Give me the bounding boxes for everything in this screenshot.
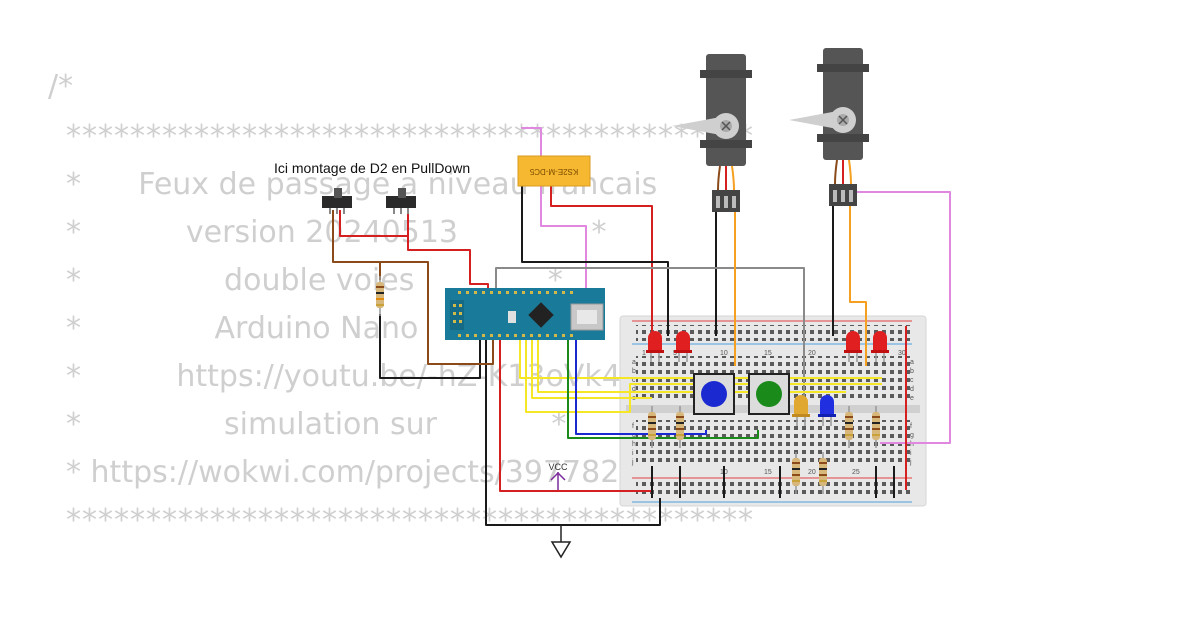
wire-blue[interactable]	[575, 338, 707, 435]
bb-col-5: 5	[673, 350, 677, 357]
bb-row-g-right: g	[910, 432, 914, 439]
bb-row-j-right: j	[909, 459, 912, 466]
bb-row-h-right: h	[910, 441, 914, 448]
wire-black-resistor[interactable]	[379, 314, 481, 379]
bb-row-c: c	[632, 377, 636, 384]
resistor-bb-5[interactable]	[792, 452, 800, 494]
led-red-2[interactable]	[674, 331, 692, 362]
arduino-nano[interactable]	[445, 288, 605, 340]
wire-yellow-3[interactable]	[531, 338, 652, 399]
led-blue[interactable]	[818, 395, 836, 426]
bb-row-c-right: c	[910, 377, 914, 384]
bb-row-b: b	[632, 368, 636, 375]
bb-col-15-bottom: 15	[764, 469, 772, 476]
bb-row-d: d	[632, 386, 636, 393]
resistor-bb-4[interactable]	[872, 406, 880, 448]
bb-row-h: h	[632, 441, 636, 448]
relay-label: KS2E-M-DC5	[529, 167, 578, 176]
bb-col-15: 15	[764, 350, 772, 357]
bb-col-30: 30	[898, 350, 906, 357]
resistor-bb-2[interactable]	[676, 406, 684, 448]
servo-motor-left[interactable]	[672, 54, 752, 212]
push-button-green[interactable]	[748, 373, 790, 415]
bb-col-25: 25	[852, 469, 860, 476]
resistor-bb-1[interactable]	[648, 406, 656, 448]
pulldown-resistor[interactable]	[376, 276, 384, 316]
wire-orange-servo2[interactable]	[849, 206, 867, 366]
bb-row-d-right: d	[910, 386, 914, 393]
led-yellow[interactable]	[792, 395, 810, 426]
resistor-bb-6[interactable]	[819, 452, 827, 494]
slide-switch-left[interactable]	[322, 188, 352, 214]
bb-row-g: g	[632, 432, 636, 439]
vcc-symbol[interactable]: VCC	[548, 462, 568, 490]
bb-col-20-bottom: 20	[808, 469, 816, 476]
wire-black-relay[interactable]	[521, 186, 669, 336]
bb-col-1: 1	[642, 350, 646, 357]
bb-col-20: 20	[808, 350, 816, 357]
led-red-4[interactable]	[871, 331, 889, 362]
wire-pink-servo2[interactable]	[857, 191, 951, 444]
bb-row-a-right: a	[910, 359, 914, 366]
led-red-3[interactable]	[844, 331, 862, 362]
wire-red-vcc[interactable]	[407, 236, 489, 298]
vcc-label: VCC	[548, 462, 568, 472]
slide-switch-right[interactable]	[386, 188, 416, 214]
bb-row-f: f	[632, 423, 634, 430]
servo-motor-right[interactable]	[789, 48, 869, 206]
bb-row-a: a	[632, 359, 636, 366]
bb-row-e-right: e	[910, 395, 914, 402]
wire-black-gnd[interactable]	[485, 338, 661, 526]
wire-red-switch1[interactable]	[339, 210, 409, 237]
pulldown-annotation: Ici montage de D2 en PullDown	[274, 160, 470, 176]
wire-green[interactable]	[567, 338, 759, 439]
wire-pink-relay[interactable]	[521, 127, 587, 300]
wire-brown-switch[interactable]	[332, 210, 494, 365]
wire-gray[interactable]	[495, 267, 805, 398]
ground-symbol[interactable]	[550, 525, 572, 559]
resistor-bb-3[interactable]	[845, 406, 853, 448]
bb-row-i-right: i	[910, 450, 912, 457]
bb-row-b-right: b	[910, 368, 914, 375]
relay-module[interactable]: KS2E-M-DC5	[517, 155, 591, 187]
led-red-1[interactable]	[646, 331, 664, 362]
bb-row-i: i	[632, 450, 634, 457]
wire-yellow-4[interactable]	[537, 338, 846, 393]
bb-row-j: j	[631, 459, 634, 466]
bb-col-10: 10	[720, 350, 728, 357]
bb-row-f-right: f	[910, 423, 912, 430]
push-button-blue[interactable]	[693, 373, 735, 415]
